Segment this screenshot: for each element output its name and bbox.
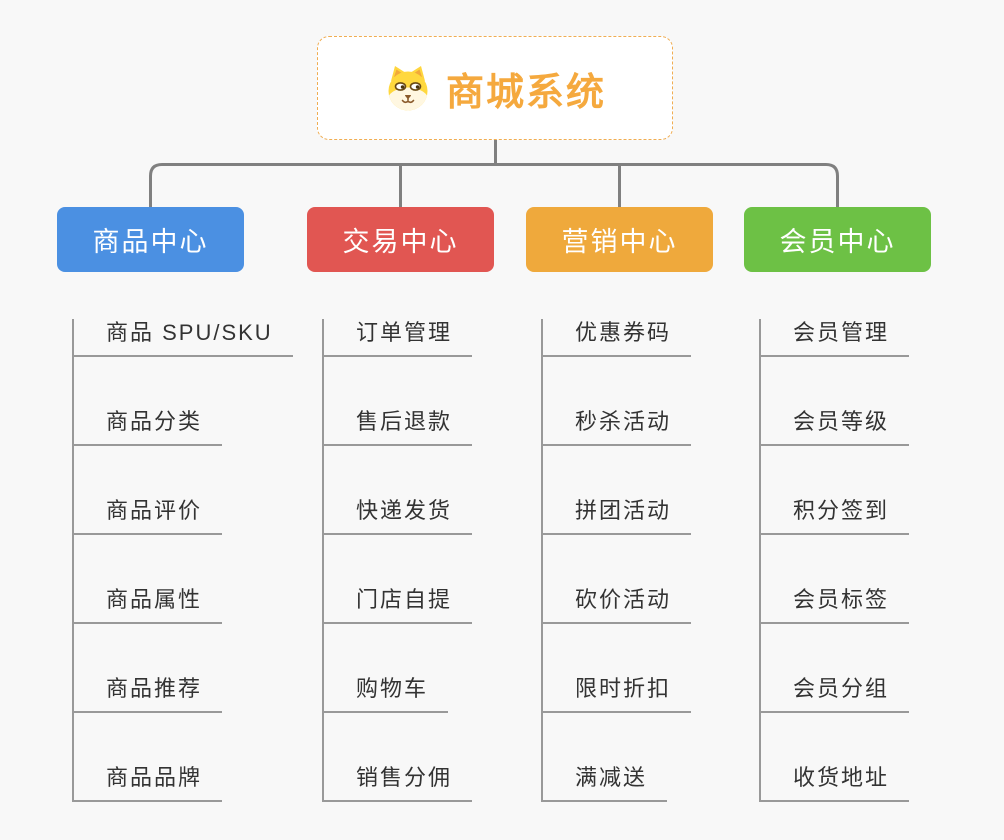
root-node[interactable]: 商城系统 [317,36,673,140]
leaf-group-product-center: 商品 SPU/SKU 商品分类 商品评价 商品属性 商品推荐 商品品牌 [72,319,307,802]
branch-marketing-center: 营销中心 优惠券码 秒杀活动 拼团活动 砍价活动 限时折扣 满减送 [526,207,776,802]
leaf-group-marketing-center: 优惠券码 秒杀活动 拼团活动 砍价活动 限时折扣 满减送 [541,319,776,802]
leaf-node[interactable]: 商品品牌 [74,764,223,802]
branch-header-marketing-center[interactable]: 营销中心 [526,207,713,272]
connector-lines [149,140,839,207]
leaf-node[interactable]: 收货地址 [761,764,910,802]
root-title: 商城系统 [445,71,606,114]
leaf-node[interactable]: 快递发货 [324,497,473,535]
leaf-node[interactable]: 优惠券码 [543,319,692,357]
branch-product-center: 商品中心 商品 SPU/SKU 商品分类 商品评价 商品属性 商品推荐 商品品牌 [57,207,307,802]
branch-member-center: 会员中心 会员管理 会员等级 积分签到 会员标签 会员分组 收货地址 [744,207,994,802]
leaf-node[interactable]: 限时折扣 [543,675,692,713]
leaf-node[interactable]: 商品评价 [74,497,223,535]
leaf-node[interactable]: 会员管理 [761,319,910,357]
leaf-node[interactable]: 会员标签 [761,586,910,624]
leaf-node[interactable]: 会员等级 [761,408,910,446]
leaf-node[interactable]: 售后退款 [324,408,473,446]
leaf-group-trade-center: 订单管理 售后退款 快递发货 门店自提 购物车 销售分佣 [322,319,557,802]
leaf-node[interactable]: 商品属性 [74,586,223,624]
branch-trade-center: 交易中心 订单管理 售后退款 快递发货 门店自提 购物车 销售分佣 [307,207,557,802]
leaf-node[interactable]: 门店自提 [324,586,473,624]
leaf-node[interactable]: 购物车 [324,675,449,713]
leaf-node[interactable]: 秒杀活动 [543,408,692,446]
leaf-group-member-center: 会员管理 会员等级 积分签到 会员标签 会员分组 收货地址 [759,319,994,802]
leaf-node[interactable]: 商品分类 [74,408,223,446]
branch-header-product-center[interactable]: 商品中心 [57,207,244,272]
leaf-node[interactable]: 满减送 [543,764,668,802]
leaf-node[interactable]: 订单管理 [324,319,473,357]
leaf-node[interactable]: 商品推荐 [74,675,223,713]
leaf-node[interactable]: 销售分佣 [324,764,473,802]
branch-header-member-center[interactable]: 会员中心 [744,207,931,272]
leaf-node[interactable]: 积分签到 [761,497,910,535]
branch-header-trade-center[interactable]: 交易中心 [307,207,494,272]
leaf-node[interactable]: 砍价活动 [543,586,692,624]
leaf-node[interactable]: 会员分组 [761,675,910,713]
leaf-node[interactable]: 商品 SPU/SKU [74,319,293,357]
leaf-node[interactable]: 拼团活动 [543,497,692,535]
dog-face-icon [388,66,428,111]
